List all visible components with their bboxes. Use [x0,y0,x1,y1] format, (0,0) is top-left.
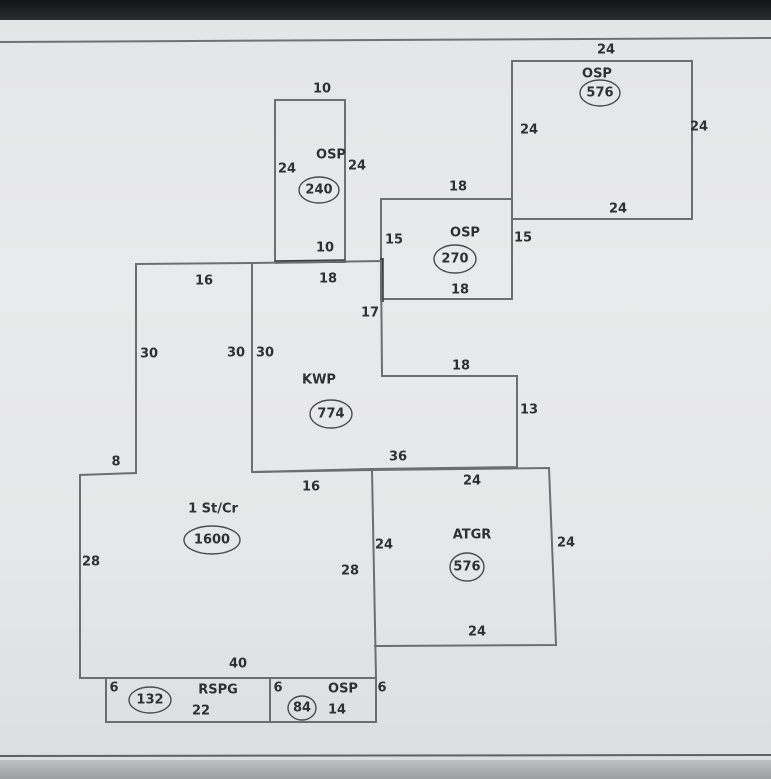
main-notch-dim: 8 [111,455,120,470]
osp-240-top-dim: 10 [313,82,331,97]
osp-240-area-ring [298,176,340,204]
main-area: 1600 [194,533,230,548]
main-inner-top-dim: 16 [302,480,320,495]
osp-240-left-dim: 24 [278,162,296,177]
osp-270-area-ring [433,244,477,274]
atgr-area-ring [449,552,485,582]
osp-240-area: 240 [305,183,332,198]
main-left-upper-dim: 30 [140,347,158,362]
atgr-top-dim: 24 [463,474,481,489]
main-left-dim: 28 [82,555,100,570]
osp-576-right-dim: 24 [690,120,708,135]
bottom-border-line [0,754,771,757]
osp-240-label: OSP [316,148,346,163]
osp-576-label: OSP [582,67,612,82]
osp-84-label: OSP [328,682,358,697]
osp-84-bottom-dim: 14 [328,703,346,718]
top-dark-band [0,0,771,20]
room-osp-576: 24 OSP 576 24 24 24 [511,43,708,220]
room-rspg: 6 132 RSPG 22 [105,678,271,723]
room-kwp: 18 17 30 18 KWP 13 774 36 [251,259,538,474]
main-bottom-dim: 40 [229,657,247,672]
room-atgr: 24 ATGR 24 24 576 24 [371,466,575,647]
osp-576-area-ring [579,79,621,107]
rspg-area: 132 [136,693,163,708]
osp-576-top-dim: 24 [597,43,615,58]
osp-240-right-dim: 24 [348,159,366,174]
kwp-left-dim: 30 [256,346,274,361]
room-main-living: 16 30 30 8 16 1 St/Cr 1600 28 28 40 [79,262,378,679]
kwp-bottom-dim: 36 [389,450,407,465]
main-right-upper-dim: 30 [227,346,245,361]
rspg-area-ring [128,686,172,714]
kwp-step-side-dim: 17 [361,306,379,321]
osp-270-label: OSP [450,226,480,241]
main-area-ring [183,525,241,555]
osp-270-area: 270 [441,252,468,267]
osp-84-right-dim: 6 [377,681,386,696]
room-osp-270: 18 15 OSP 15 270 18 [380,180,532,302]
atgr-right-dim: 24 [557,536,575,551]
kwp-right-dim: 13 [520,403,538,418]
osp-576-area: 576 [586,86,613,101]
top-border-line [0,37,771,43]
room-osp-240: 10 24 24 OSP 240 10 [274,82,366,264]
kwp-area: 774 [317,407,344,422]
atgr-area: 576 [453,560,480,575]
rspg-label: RSPG [198,683,238,698]
osp-576-left-dim: 24 [520,123,538,138]
atgr-left-dim: 24 [375,538,393,553]
room-osp-84: 6 OSP 6 84 14 [270,678,387,723]
osp-270-right-dim: 15 [514,231,532,246]
osp-84-area-ring [287,695,317,721]
osp-576-bottom-dim: 24 [609,202,627,217]
rspg-left-dim: 6 [109,681,118,696]
atgr-bottom-dim: 24 [468,625,486,640]
osp-84-area: 84 [293,701,311,716]
kwp-top-dim: 18 [319,272,337,287]
osp-240-bottom-dim: 10 [316,241,334,256]
osp-270-top-dim: 18 [449,180,467,195]
kwp-area-ring [309,399,353,429]
osp-270-left-dim: 15 [385,233,403,248]
osp-84-left-dim: 6 [273,681,282,696]
main-top-dim: 16 [195,274,213,289]
rspg-bottom-dim: 22 [192,704,210,719]
kwp-label: KWP [302,373,336,388]
osp-270-bottom-dim: 18 [451,283,469,298]
main-label: 1 St/Cr [188,502,238,517]
bottom-band [0,760,771,779]
atgr-label: ATGR [453,528,492,543]
kwp-step-top-dim: 18 [452,359,470,374]
main-right-dim: 28 [341,564,359,579]
